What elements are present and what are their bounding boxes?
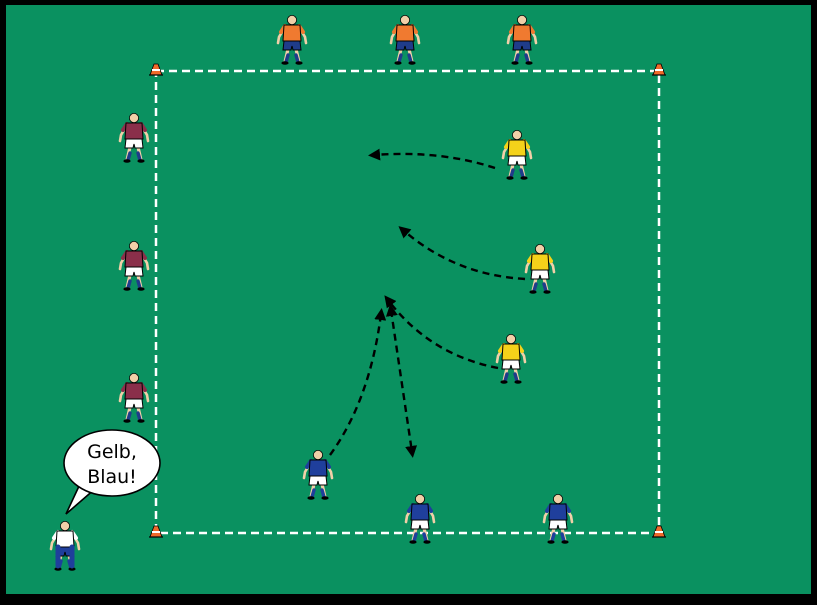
run-arrow-yellow-2: [398, 226, 526, 281]
run-arrow-yellow-3: [384, 295, 499, 370]
playing-area-boundary: [154, 69, 661, 535]
coach-icon: [49, 519, 81, 573]
pitch: [6, 5, 811, 594]
speech-line-2: Blau!: [87, 466, 137, 488]
speech-line-1: Gelb,: [87, 441, 137, 463]
run-arrow-blue: [329, 308, 387, 456]
run-arrow-yellow-1: [368, 148, 496, 170]
speech-bubble: Gelb, Blau!: [63, 429, 161, 515]
